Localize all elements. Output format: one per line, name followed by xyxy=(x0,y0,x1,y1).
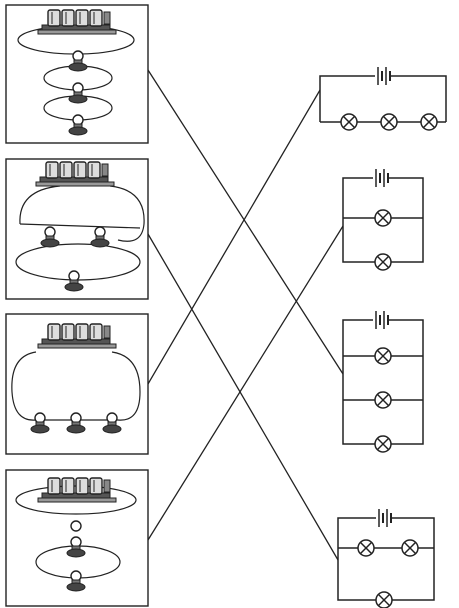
physical-circuit-2 xyxy=(5,158,149,300)
match-line-1-to-3 xyxy=(147,69,344,375)
schematic-circuit-1 xyxy=(319,65,447,131)
physical-circuit-4 xyxy=(5,469,149,607)
matching-lines xyxy=(147,69,344,561)
schematic-circuit-2 xyxy=(342,167,424,271)
match-line-4-to-2 xyxy=(147,225,344,541)
match-line-2-to-4 xyxy=(147,233,339,561)
physical-circuit-1 xyxy=(5,4,149,144)
schematic-circuit-3 xyxy=(342,309,424,453)
physical-circuit-3 xyxy=(5,313,149,455)
match-line-3-to-1 xyxy=(147,89,321,385)
schematic-circuit-4 xyxy=(337,507,435,608)
